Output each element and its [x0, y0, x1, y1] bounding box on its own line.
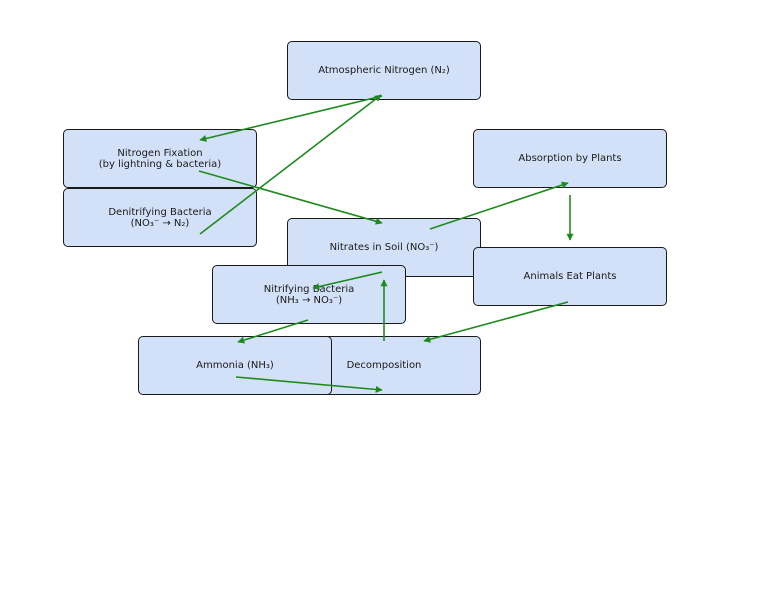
node-nitrogen-fixation: Nitrogen Fixation (by lightning & bacter… — [63, 129, 257, 188]
node-animals-eat-plants: Animals Eat Plants — [473, 247, 667, 306]
node-denitrifying-bacteria: Denitrifying Bacteria (NO₃⁻ → N₂) — [63, 188, 257, 247]
node-label: Animals Eat Plants — [523, 271, 617, 282]
node-label: Nitrogen Fixation (by lightning & bacter… — [98, 147, 222, 170]
node-ammonia: Ammonia (NH₃) — [138, 336, 332, 395]
node-nitrifying-bacteria: Nitrifying Bacteria (NH₃ → NO₃⁻) — [212, 265, 406, 324]
node-label: Absorption by Plants — [518, 153, 622, 164]
node-label: Nitrifying Bacteria (NH₃ → NO₃⁻) — [263, 283, 355, 306]
node-label: Atmospheric Nitrogen (N₂) — [318, 65, 450, 76]
node-atmospheric-nitrogen: Atmospheric Nitrogen (N₂) — [287, 41, 481, 100]
node-label: Decomposition — [346, 360, 422, 371]
node-label: Denitrifying Bacteria (NO₃⁻ → N₂) — [108, 206, 212, 229]
node-absorption-by-plants: Absorption by Plants — [473, 129, 667, 188]
node-label: Ammonia (NH₃) — [196, 360, 274, 371]
node-label: Nitrates in Soil (NO₃⁻) — [329, 242, 439, 253]
